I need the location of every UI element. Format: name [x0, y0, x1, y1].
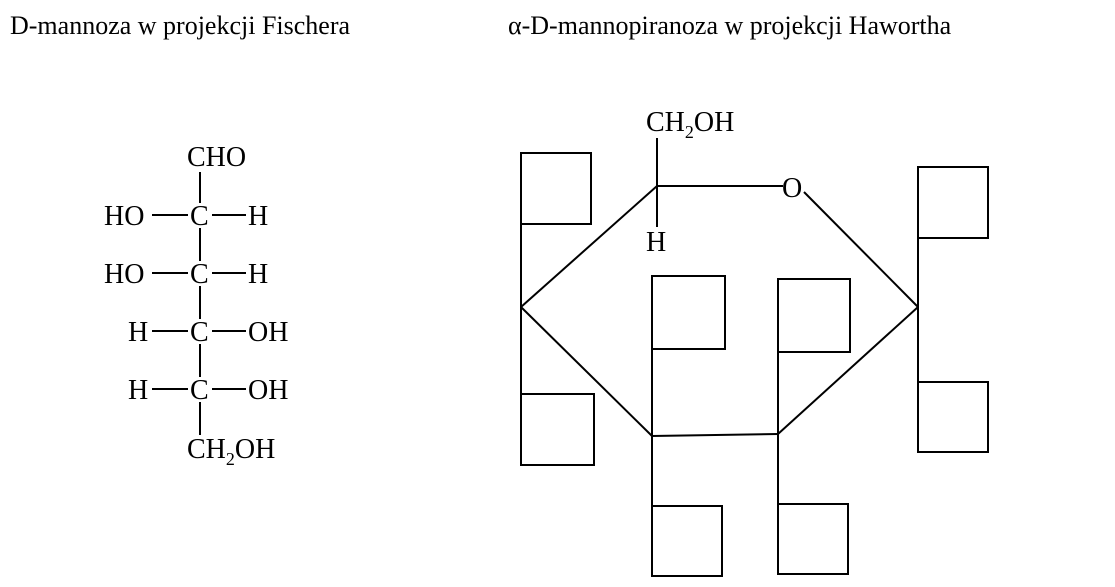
- fischer-row1-right: H: [248, 201, 268, 232]
- fischer-row2-right: H: [248, 259, 268, 290]
- haworth-heading: α-D-mannopiranoza w projekcji Hawortha: [508, 11, 952, 40]
- fischer-bottom-group: CH2OH: [187, 434, 275, 469]
- ring-bond-c2-c3: [651, 433, 779, 437]
- fischer-row2-left: HO: [104, 259, 144, 290]
- fischer-row3-left: H: [128, 317, 148, 348]
- c2-bottom-answer-box[interactable]: [777, 503, 849, 575]
- fischer-row4-left: H: [128, 375, 148, 406]
- c1-top-answer-box[interactable]: [917, 166, 989, 239]
- ring-bond-o-c1: [803, 191, 919, 308]
- c3-bottom-answer-box[interactable]: [651, 505, 723, 577]
- fischer-row2-carbon: C: [190, 259, 209, 290]
- haworth-projection: CH2OH H O: [520, 107, 989, 577]
- c3-top-answer-box[interactable]: [651, 275, 726, 350]
- fischer-row4-right: OH: [248, 375, 288, 406]
- ring-bond-c1-c2: [777, 306, 919, 435]
- fischer-row4-carbon: C: [190, 375, 209, 406]
- fischer-row3-right: OH: [248, 317, 288, 348]
- ring-bond-c4-c5: [520, 185, 658, 308]
- ring-oxygen: O: [782, 173, 802, 204]
- c4-top-answer-box[interactable]: [520, 152, 592, 225]
- fischer-projection: CHO HO C H HO C H H C OH H C OH CH2OH: [104, 142, 288, 469]
- c2-top-answer-box[interactable]: [777, 278, 851, 353]
- fischer-row1-carbon: C: [190, 201, 209, 232]
- fischer-row3-carbon: C: [190, 317, 209, 348]
- haworth-ch2oh-label: CH2OH: [646, 107, 734, 142]
- fischer-top-group: CHO: [187, 142, 246, 173]
- c1-bottom-answer-box[interactable]: [917, 381, 989, 453]
- fischer-heading: D-mannoza w projekcji Fischera: [10, 11, 351, 40]
- ring-bond-c3-c4: [520, 306, 653, 437]
- c5-hydrogen: H: [646, 227, 666, 258]
- fischer-row1-left: HO: [104, 201, 144, 232]
- c4-bottom-answer-box[interactable]: [520, 393, 595, 466]
